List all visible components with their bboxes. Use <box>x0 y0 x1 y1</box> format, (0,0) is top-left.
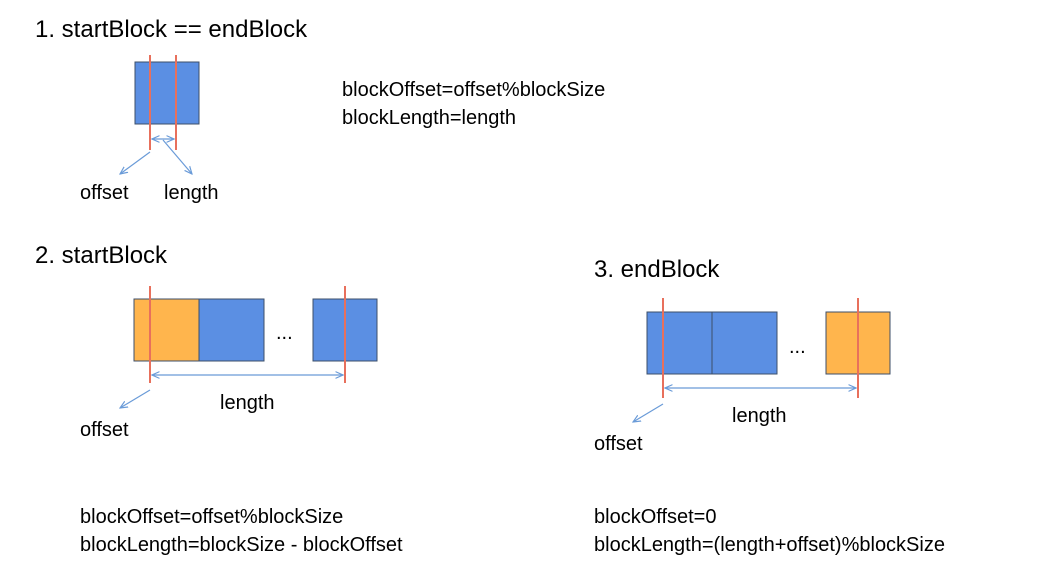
section1-formula-block-length: blockLength=length <box>342 107 517 129</box>
s2-block <box>198 298 265 362</box>
s1-length-pointer <box>162 139 192 174</box>
section2-ellipsis: ... <box>276 322 293 344</box>
s2-start-block <box>133 298 200 362</box>
s3-offset-pointer <box>633 403 664 422</box>
s1-offset-pointer <box>120 151 151 174</box>
section1-offset-label: offset <box>80 182 129 204</box>
section1-title: 1. startBlock == endBlock <box>35 16 308 43</box>
section2-formula-block-offset: blockOffset=offset%blockSize <box>80 506 344 528</box>
section3-offset-label: offset <box>594 433 643 455</box>
s2-offset-pointer <box>120 389 151 408</box>
section2-title: 2. startBlock <box>35 242 168 269</box>
section2-length-label: length <box>220 392 275 414</box>
s3-block-2 <box>711 311 778 375</box>
section3-formula-block-length: blockLength=(length+offset)%blockSize <box>594 534 945 556</box>
section2-formula-block-length: blockLength=blockSize - blockOffset <box>80 534 403 556</box>
section1-length-label: length <box>164 182 219 204</box>
s1-block <box>134 61 200 125</box>
s3-block-1 <box>646 311 713 375</box>
section3-formula-block-offset: blockOffset=0 <box>594 506 717 528</box>
section3-length-label: length <box>732 405 787 427</box>
section1-formula-block-offset: blockOffset=offset%blockSize <box>342 79 606 101</box>
section3-title: 3. endBlock <box>594 256 720 283</box>
section2-offset-label: offset <box>80 419 129 441</box>
section3-ellipsis: ... <box>789 336 806 358</box>
